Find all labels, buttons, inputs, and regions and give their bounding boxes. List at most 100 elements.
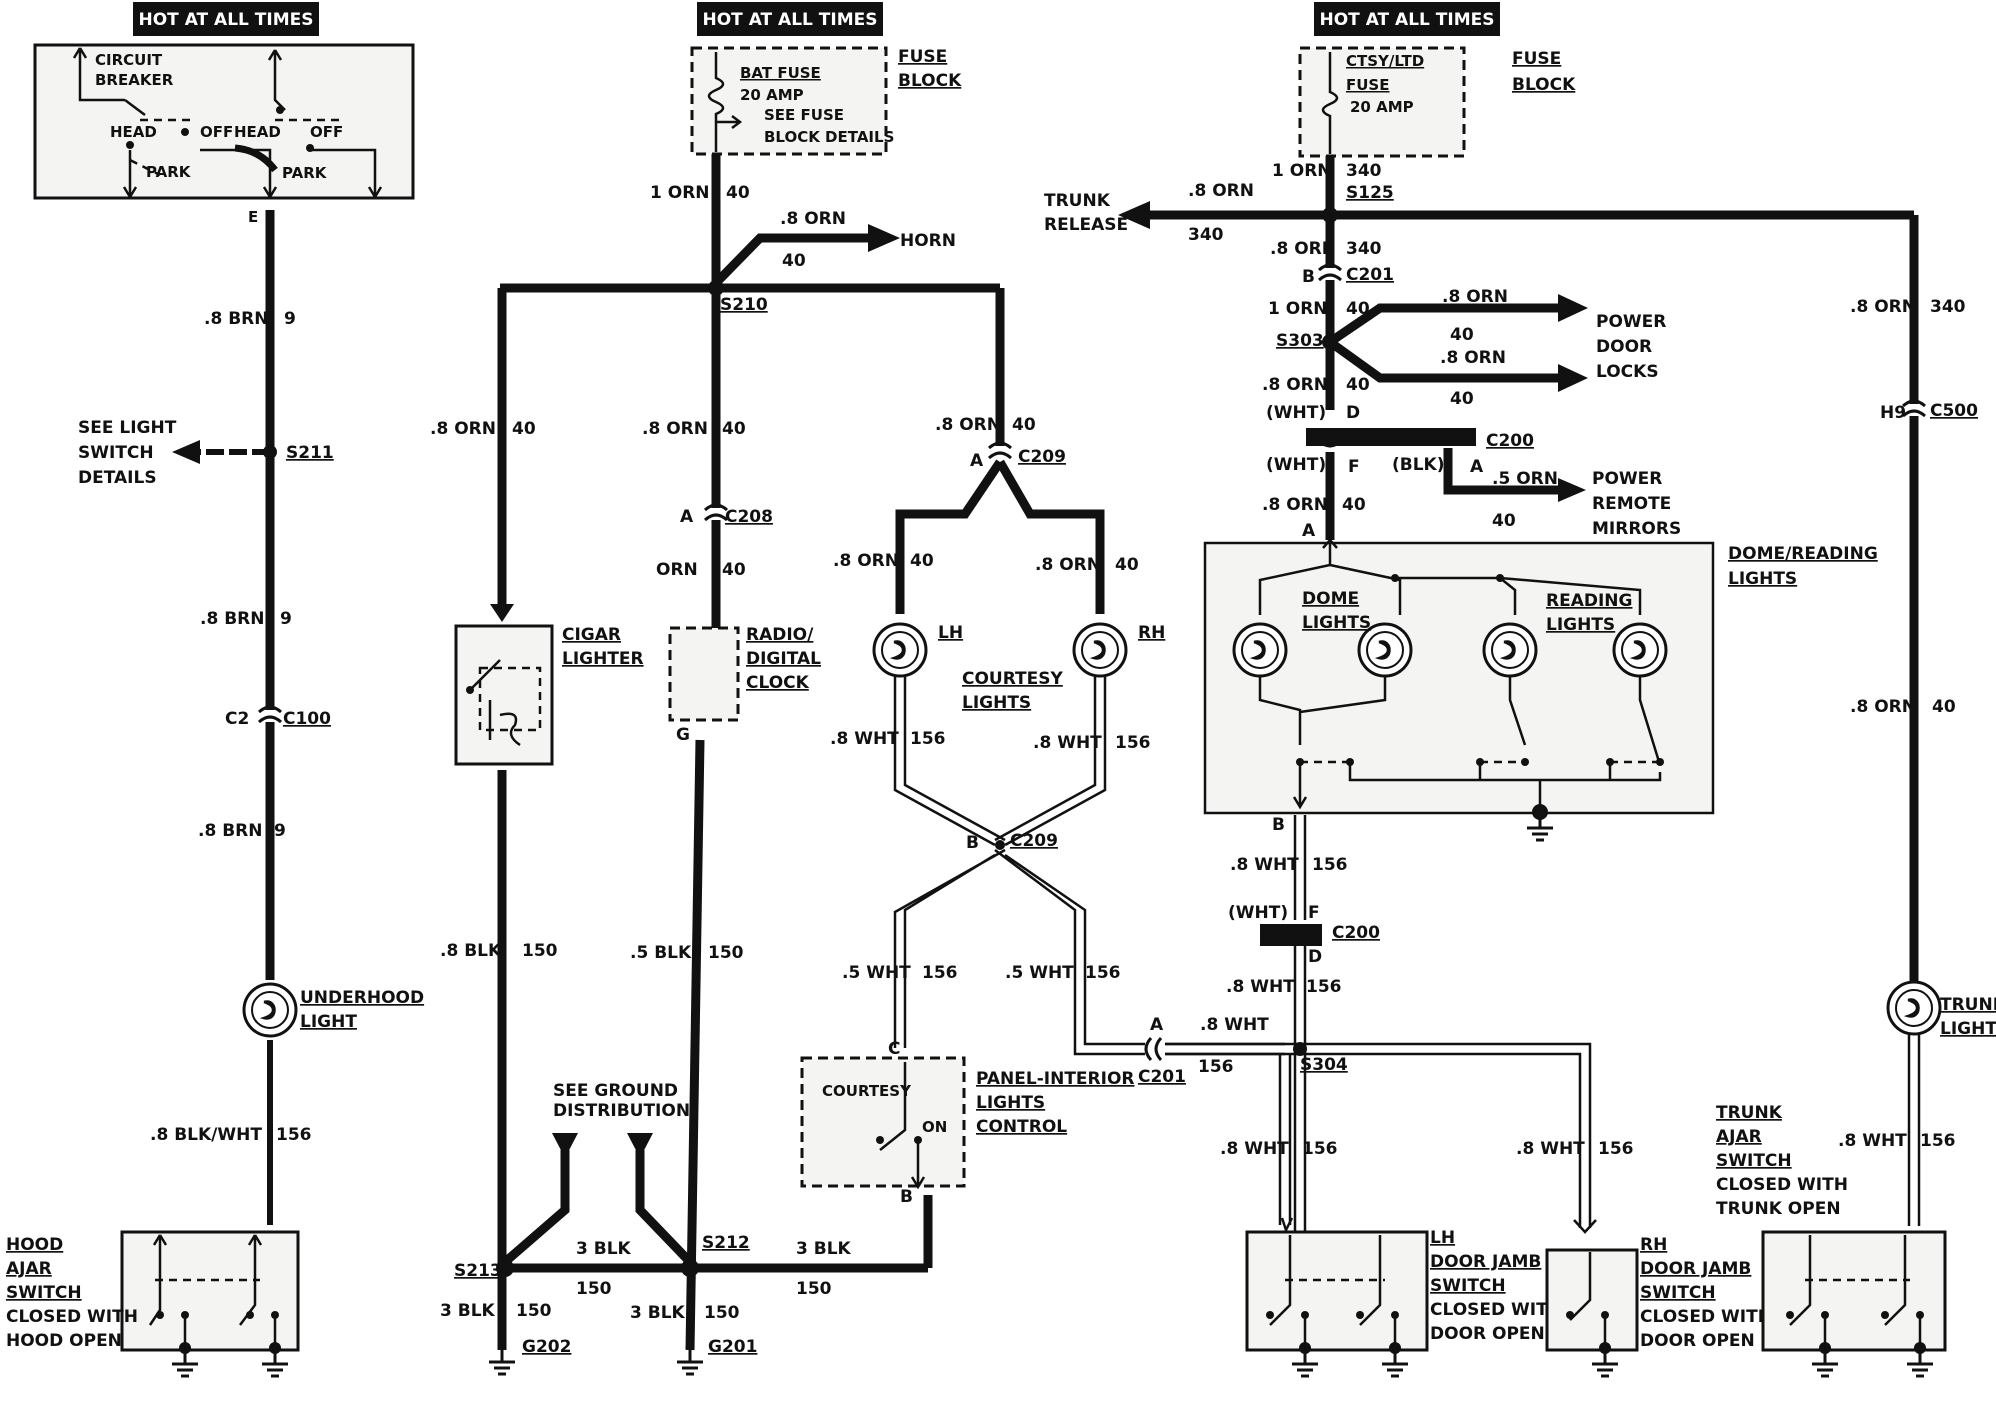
svg-text:B: B [1302, 267, 1315, 287]
svg-text:S303: S303 [1276, 331, 1324, 351]
svg-text:DOOR: DOOR [1596, 337, 1652, 357]
svg-text:B: B [966, 833, 979, 853]
svg-text:.8 ORN: .8 ORN [1262, 375, 1328, 395]
svg-text:.8 ORN: .8 ORN [1188, 181, 1254, 201]
svg-text:C209: C209 [1018, 447, 1066, 467]
svg-text:LIGHTER: LIGHTER [562, 649, 644, 669]
svg-text:(WHT): (WHT) [1228, 903, 1288, 923]
svg-text:40: 40 [1492, 511, 1516, 531]
svg-text:LH: LH [938, 623, 963, 643]
svg-text:156: 156 [922, 963, 958, 983]
svg-text:.8 ORN: .8 ORN [1850, 297, 1916, 317]
svg-text:156: 156 [1115, 733, 1151, 753]
headlight-switch: CIRCUIT BREAKER HEAD OFF PARK HEAD OFF P… [33, 43, 415, 226]
svg-text:C201: C201 [1138, 1067, 1186, 1087]
svg-text:S212: S212 [702, 1233, 750, 1253]
svg-text:150: 150 [708, 943, 744, 963]
svg-text:156: 156 [1312, 855, 1348, 875]
svg-text:AJAR: AJAR [6, 1259, 52, 1279]
svg-text:40: 40 [1346, 299, 1370, 319]
svg-text:.8 BRN: .8 BRN [198, 821, 262, 841]
svg-text:40: 40 [512, 419, 536, 439]
right-wiring: 1 ORN 340 .8 ORN 340 TRUNK RELEASE S125 … [1044, 156, 1996, 1240]
svg-text:A: A [970, 451, 984, 471]
svg-text:S211: S211 [286, 443, 334, 463]
svg-text:HOT AT ALL TIMES: HOT AT ALL TIMES [139, 10, 314, 30]
svg-text:340: 340 [1346, 239, 1382, 259]
svg-text:150: 150 [522, 941, 558, 961]
svg-text:HEAD: HEAD [234, 123, 281, 141]
svg-text:TRUNK: TRUNK [1716, 1103, 1783, 1123]
svg-text:C2: C2 [225, 709, 249, 729]
svg-text:156: 156 [910, 729, 946, 749]
svg-text:BLOCK: BLOCK [1512, 75, 1576, 95]
svg-text:156: 156 [1198, 1057, 1234, 1077]
svg-text:40: 40 [1450, 325, 1474, 345]
svg-text:CLOSED WITH: CLOSED WITH [1430, 1300, 1562, 1320]
svg-text:.8 ORN: .8 ORN [780, 209, 846, 229]
svg-text:40: 40 [1115, 555, 1139, 575]
svg-text:RH: RH [1640, 1235, 1667, 1255]
svg-text:C200: C200 [1332, 923, 1380, 943]
svg-text:TRUNK: TRUNK [1044, 191, 1111, 211]
svg-text:SWITCH: SWITCH [78, 443, 154, 463]
svg-text:DIGITAL: DIGITAL [746, 649, 821, 669]
middle-wiring: 1 ORN 40 .8 ORN 40 HORN S210 .8 ORN 40 .… [430, 154, 1285, 1376]
svg-text:COURTESY: COURTESY [962, 669, 1064, 689]
svg-text:150: 150 [576, 1279, 612, 1299]
svg-text:HORN: HORN [900, 231, 956, 251]
svg-text:PARK: PARK [282, 164, 328, 182]
svg-text:340: 340 [1930, 297, 1966, 317]
svg-text:20 AMP: 20 AMP [740, 86, 804, 104]
svg-text:150: 150 [704, 1303, 740, 1323]
svg-text:40: 40 [1346, 375, 1370, 395]
svg-text:H9: H9 [1880, 403, 1906, 423]
svg-text:CIRCUIT: CIRCUIT [95, 51, 163, 69]
svg-text:.8 ORN: .8 ORN [1442, 287, 1508, 307]
svg-text:20 AMP: 20 AMP [1350, 98, 1414, 116]
svg-text:.8 ORN: .8 ORN [430, 419, 496, 439]
svg-text:.8 ORN: .8 ORN [833, 551, 899, 571]
svg-text:DOOR OPEN: DOOR OPEN [1430, 1324, 1545, 1344]
svg-text:SWITCH: SWITCH [6, 1283, 82, 1303]
svg-text:.8 WHT: .8 WHT [830, 729, 899, 749]
svg-text:G201: G201 [708, 1337, 757, 1357]
svg-text:CTSY/LTD: CTSY/LTD [1346, 52, 1424, 70]
svg-text:A: A [1470, 457, 1484, 477]
svg-text:REMOTE: REMOTE [1592, 494, 1671, 514]
svg-text:.8 ORN: .8 ORN [1440, 348, 1506, 368]
svg-text:LIGHTS: LIGHTS [1302, 613, 1371, 633]
svg-text:.8 BRN: .8 BRN [204, 309, 268, 329]
svg-text:HEAD: HEAD [110, 123, 157, 141]
lh-door-jamb-switch: LH DOOR JAMB SWITCH CLOSED WITH DOOR OPE… [1245, 1228, 1562, 1378]
svg-text:SWITCH: SWITCH [1716, 1151, 1792, 1171]
hot-banner-left: HOT AT ALL TIMES [133, 2, 319, 36]
svg-text:FUSE: FUSE [1512, 49, 1561, 69]
svg-text:9: 9 [274, 821, 286, 841]
svg-text:CLOSED WITH: CLOSED WITH [1716, 1175, 1848, 1195]
svg-text:ON: ON [922, 1118, 947, 1136]
svg-text:RELEASE: RELEASE [1044, 215, 1128, 235]
svg-text:LIGHTS: LIGHTS [962, 693, 1031, 713]
svg-text:FUSE: FUSE [898, 47, 947, 67]
svg-text:G: G [676, 725, 690, 745]
svg-text:LIGHTS: LIGHTS [1546, 615, 1615, 635]
svg-text:UNDERHOOD: UNDERHOOD [300, 988, 424, 1008]
svg-text:E: E [248, 208, 258, 226]
svg-text:LIGHT: LIGHT [300, 1012, 357, 1032]
svg-text:CIGAR: CIGAR [562, 625, 621, 645]
hot-banner-middle: HOT AT ALL TIMES [697, 2, 883, 36]
radio-digital-clock: RADIO/ DIGITAL CLOCK G [668, 625, 821, 745]
svg-text:40: 40 [1932, 697, 1956, 717]
svg-text:156: 156 [1920, 1131, 1956, 1151]
svg-text:.5 WHT: .5 WHT [842, 963, 911, 983]
svg-text:C500: C500 [1930, 401, 1978, 421]
svg-text:C100: C100 [283, 709, 331, 729]
svg-text:C200: C200 [1486, 431, 1534, 451]
svg-text:B: B [1272, 815, 1285, 835]
svg-text:S213: S213 [454, 1261, 502, 1281]
svg-text:ORN: ORN [656, 560, 698, 580]
svg-text:.8 WHT: .8 WHT [1033, 733, 1102, 753]
svg-text:A: A [1302, 521, 1316, 541]
svg-text:156: 156 [1302, 1139, 1338, 1159]
